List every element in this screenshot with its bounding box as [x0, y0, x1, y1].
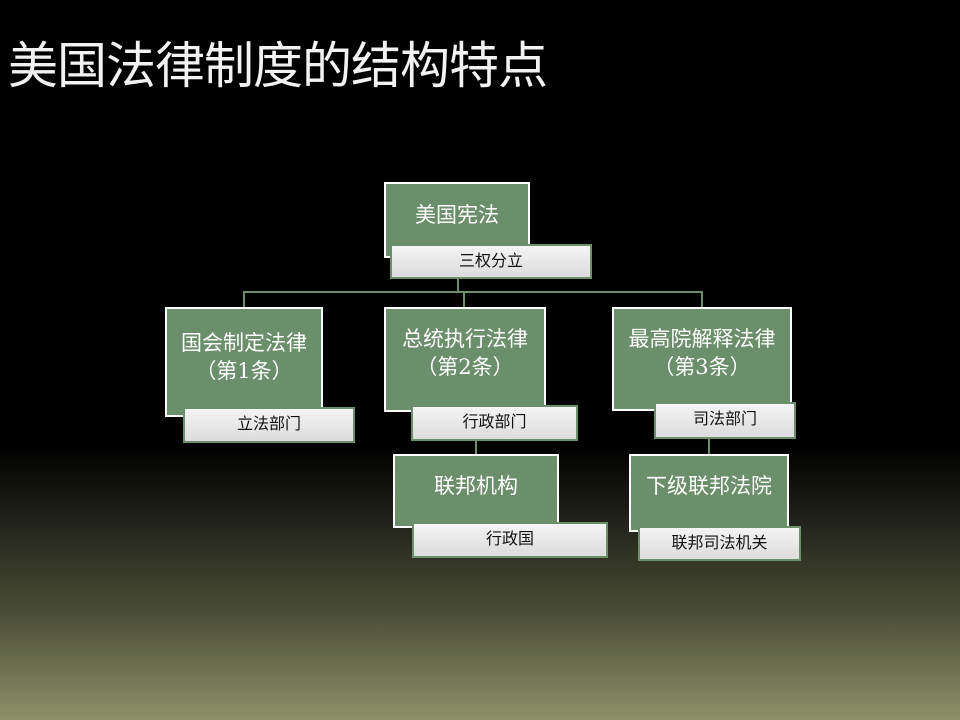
node-congress-line1: 国会制定法律 — [181, 331, 307, 355]
node-president-line2: （第2条） — [416, 355, 514, 379]
connector-court-lower — [708, 439, 710, 455]
node-congress-line2: （第1条） — [195, 359, 293, 383]
tag-executive: 行政部门 — [411, 405, 578, 441]
node-lower-federal-court: 下级联邦法院 — [629, 454, 789, 532]
node-lower-federal-court-label: 下级联邦法院 — [646, 474, 772, 498]
connector-to-court — [701, 291, 703, 308]
connector-horizontal-bar — [243, 291, 703, 293]
connector-to-president — [463, 291, 465, 308]
connector-to-congress — [243, 291, 245, 308]
node-federal-agency-label: 联邦机构 — [434, 474, 518, 498]
node-congress: 国会制定法律 （第1条） — [165, 307, 323, 417]
node-president: 总统执行法律 （第2条） — [384, 307, 546, 412]
node-federal-agency: 联邦机构 — [393, 454, 559, 528]
tag-legislative: 立法部门 — [183, 407, 355, 443]
tag-federal-judiciary: 联邦司法机关 — [638, 526, 801, 561]
page-title: 美国法律制度的结构特点 — [8, 37, 548, 95]
node-president-line1: 总统执行法律 — [402, 327, 528, 351]
node-supreme-court-line2: （第3条） — [653, 355, 751, 379]
connector-president-agency — [475, 440, 477, 455]
connector-root-down — [457, 278, 459, 292]
node-supreme-court: 最高院解释法律 （第3条） — [612, 307, 792, 411]
tag-administrative-state: 行政国 — [412, 522, 608, 558]
tag-separation-of-powers: 三权分立 — [390, 244, 592, 279]
node-constitution-label: 美国宪法 — [415, 203, 499, 227]
tag-judicial: 司法部门 — [654, 402, 796, 439]
node-supreme-court-line1: 最高院解释法律 — [628, 327, 776, 351]
